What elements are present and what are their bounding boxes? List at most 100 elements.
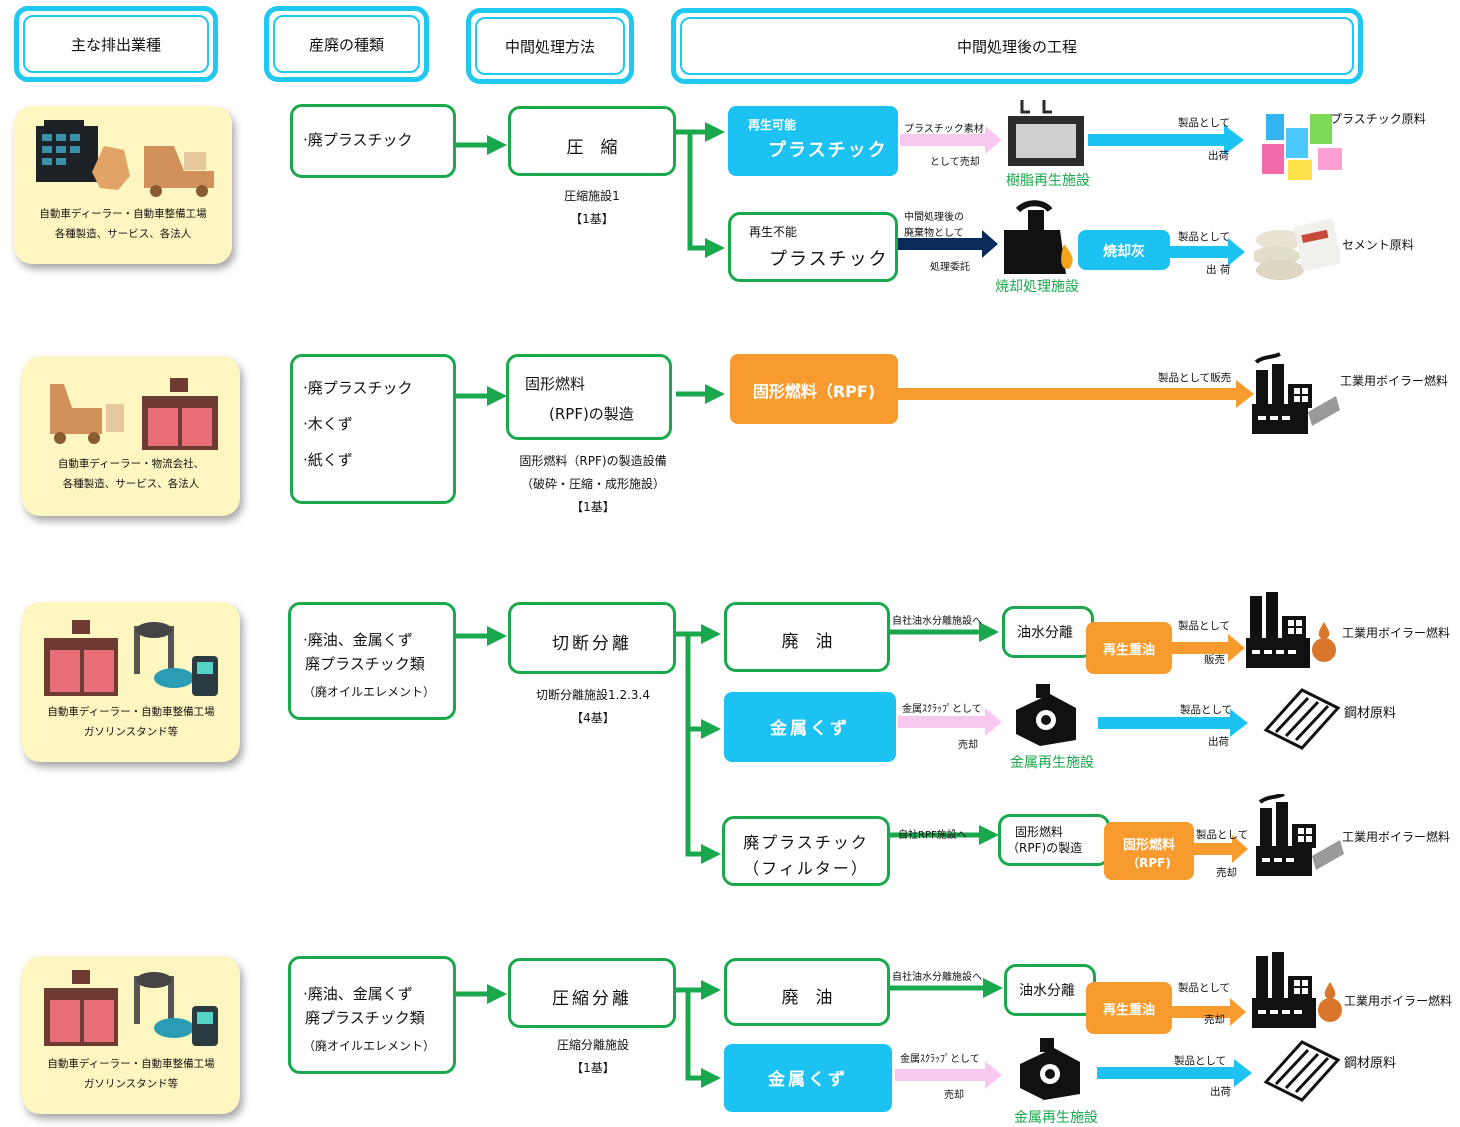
waste-box-3: ·廃油、金属くず 廃プラスチック類 （廃オイルエレメント） xyxy=(288,602,456,720)
oil-4-ship-1: 製品として xyxy=(1178,982,1231,994)
method-3-label: 切断分離 xyxy=(552,634,632,654)
factory-worker-icon xyxy=(36,120,214,197)
facility-1-name: 圧縮施設1 xyxy=(564,189,620,203)
source-3-line-1: 自動車ディーラー・自動車整備工場 xyxy=(47,706,215,718)
source-4-line-1: 自動車ディーラー・自動車整備工場 xyxy=(47,1058,215,1070)
nonrecyclable-flow-3: 処理委託 xyxy=(930,262,970,273)
header-waste-type-label: 産廃の種類 xyxy=(273,15,420,73)
recycled-oil-4-label: 再生重油 xyxy=(1102,1003,1155,1018)
ash-label: 焼却灰 xyxy=(1103,244,1145,260)
recyclable-flow-2: として売却 xyxy=(930,157,980,168)
rpf-flow-label: 製品として販売 xyxy=(1158,372,1232,384)
metal-4-ship-1: 製品として xyxy=(1174,1055,1227,1067)
rpf-making-label-2: （RPF)の製造 xyxy=(1007,841,1083,855)
recyclable-title: プラスチック xyxy=(768,140,888,161)
waste-4-item-2: 廃プラスチック類 xyxy=(305,1009,425,1027)
waste-oil-3-label: 廃 油 xyxy=(781,632,833,652)
nonrecyclable-title: プラスチック xyxy=(769,249,889,270)
waste-oil-box-3: 廃 油 xyxy=(724,602,890,672)
rpf-product-label: 固形燃料（RPF) xyxy=(752,382,876,401)
garage-gas-station-icon xyxy=(44,620,218,696)
metal-4-flow-1: 金属ｽｸﾗｯﾌﾟとして xyxy=(900,1054,980,1065)
method-box-2: 固形燃料 (RPF)の製造 xyxy=(506,354,672,440)
garage-gas-station-icon xyxy=(44,970,218,1046)
metal-3-flow-1: 金属ｽｸﾗｯﾌﾟとして xyxy=(902,704,982,715)
facility-2-name: 固形燃料（RPF)の製造設備 xyxy=(519,454,667,468)
waste-4-item-3: （廃オイルエレメント） xyxy=(303,1039,436,1053)
method-2-line-2: (RPF)の製造 xyxy=(549,405,634,423)
waste-3-item-3: （廃オイルエレメント） xyxy=(303,685,436,699)
header-after: 中間処理後の工程 xyxy=(671,8,1363,84)
facility-1-count: 【1基】 xyxy=(570,212,614,226)
metal-4-facility-label: 金属再生施設 xyxy=(1014,1110,1098,1126)
recycled-oil-3-label: 再生重油 xyxy=(1102,643,1155,658)
metal-3-result: 鋼材原料 xyxy=(1344,706,1397,721)
cement-bags-icon xyxy=(1254,218,1340,280)
method-box-1: 圧 縮 xyxy=(508,106,676,176)
recyclable-tag: 再生可能 xyxy=(748,118,797,132)
factory-icon xyxy=(1256,794,1344,876)
oil-water-sep-3: 油水分離 xyxy=(1002,606,1094,658)
oil-3-ship-2: 販売 xyxy=(1204,654,1225,666)
header-industry-label: 主な排出業種 xyxy=(23,15,209,73)
source-3-line-2: ガソリンスタンド等 xyxy=(83,726,179,738)
nonrecyclable-ship-1: 製品として xyxy=(1178,231,1231,243)
facility-3-name: 切断分離施設1.2.3.4 xyxy=(536,688,650,702)
plastic-filter-ship-1: 製品として xyxy=(1196,829,1249,841)
rpf-result: 工業用ボイラー燃料 xyxy=(1340,374,1449,388)
metal-4-label: 金属くず xyxy=(768,1070,848,1090)
source-2-line-1: 自動車ディーラー・物流会社、 xyxy=(57,458,205,470)
waste-oil-box-4: 廃 油 xyxy=(724,958,890,1026)
nonrecyclable-result: セメント原料 xyxy=(1342,238,1414,252)
plastic-filter-ship-2: 売却 xyxy=(1216,867,1237,879)
recyclable-flow-1: プラスチック素材 xyxy=(904,124,984,135)
rpf-making-box: 固形燃料 （RPF)の製造 xyxy=(998,814,1110,866)
waste-4-item-1: ·廃油、金属くず xyxy=(303,985,413,1003)
steel-beams-icon xyxy=(1263,688,1341,750)
method-4-label: 圧縮分離 xyxy=(552,989,632,1009)
oil-3-ship-1: 製品として xyxy=(1178,620,1231,632)
header-after-label: 中間処理後の工程 xyxy=(680,17,1354,75)
ash-box: 焼却灰 xyxy=(1078,230,1170,270)
source-1-line-1: 自動車ディーラー・自動車整備工場 xyxy=(39,208,207,220)
recyclable-result: プラスチック原料 xyxy=(1330,112,1426,126)
factory-icon xyxy=(1252,352,1340,434)
oil-3-result: 工業用ボイラー燃料 xyxy=(1342,626,1451,640)
facility-3-count: 【4基】 xyxy=(571,711,615,725)
resin-recycler-icon xyxy=(1008,100,1084,166)
plastic-blocks-icon xyxy=(1262,114,1342,180)
rpf-making-label-1: 固形燃料 xyxy=(1015,825,1064,839)
nonrecyclable-flow-1: 中間処理後の xyxy=(904,212,964,223)
oil-water-sep-3-label: 油水分離 xyxy=(1017,625,1073,641)
metal-recycler-icon xyxy=(1020,1038,1080,1100)
header-method-label: 中間処理方法 xyxy=(475,17,625,75)
source-1-line-2: 各種製造、サービス、各法人 xyxy=(54,228,192,240)
resin-facility-label: 樹脂再生施設 xyxy=(1006,173,1090,189)
source-box-3: 自動車ディーラー・自動車整備工場 ガソリンスタンド等 xyxy=(22,602,240,762)
source-box-2: 自動車ディーラー・物流会社、 各種製造、サービス、各法人 xyxy=(22,356,240,516)
oil-4-ship-2: 売却 xyxy=(1204,1014,1225,1026)
oil-water-sep-4-label: 油水分離 xyxy=(1019,983,1075,999)
nonrecyclable-ship-2: 出 荷 xyxy=(1206,264,1231,276)
oil-3-flow: 自社油水分離施設へ xyxy=(892,616,982,627)
metal-3-ship-1: 製品として xyxy=(1180,704,1233,716)
waste-box-1: ·廃プラスチック xyxy=(290,104,456,178)
waste-3-item-2: 廃プラスチック類 xyxy=(305,655,425,673)
plastic-filter-result: 工業用ボイラー燃料 xyxy=(1342,830,1451,844)
metal-scrap-box-3: 金属くず xyxy=(724,692,896,762)
metal-3-ship-2: 出荷 xyxy=(1208,736,1229,748)
oil-4-flow: 自社油水分離施設へ xyxy=(892,972,982,983)
plastic-filter-label-2: （フィルター） xyxy=(743,859,869,878)
waste-box-4: ·廃油、金属くず 廃プラスチック類 （廃オイルエレメント） xyxy=(288,956,456,1074)
facility-2-count: 【1基】 xyxy=(571,500,615,514)
rpf-product-3-label-1: 固形燃料 xyxy=(1122,838,1175,853)
recyclable-ship-2: 出荷 xyxy=(1208,150,1229,162)
source-4-line-2: ガソリンスタンド等 xyxy=(83,1078,179,1090)
metal-4-result: 鋼材原料 xyxy=(1344,1056,1397,1071)
nonrecyclable-tag: 再生不能 xyxy=(749,225,798,239)
factory-oil-icon xyxy=(1246,592,1336,668)
waste-plastic-filter-box: 廃プラスチック （フィルター） xyxy=(722,816,890,886)
waste-box-2: ·廃プラスチック ·木くず ·紙くず xyxy=(290,354,456,504)
waste-2-item-2: ·木くず xyxy=(303,415,353,433)
